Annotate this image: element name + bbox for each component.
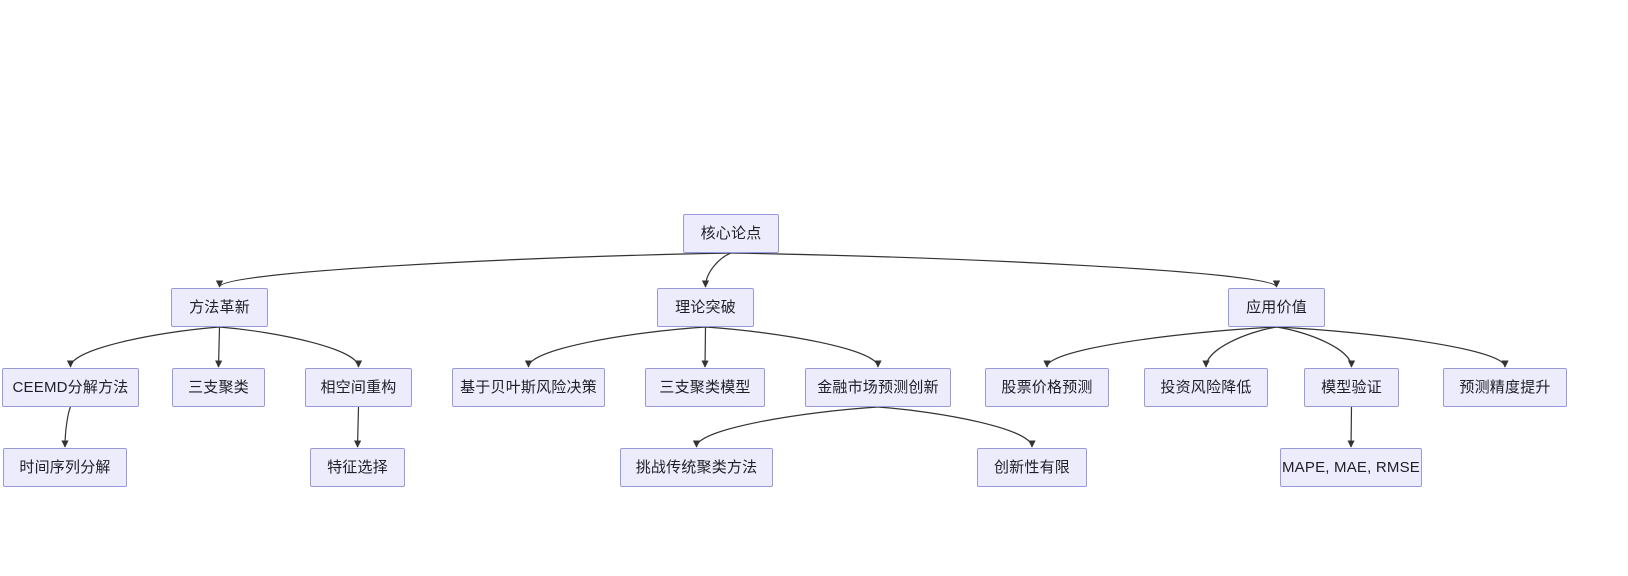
flow-node-n3c[interactable]: 模型验证 xyxy=(1304,368,1399,407)
flow-node-label: 应用价值 xyxy=(1246,299,1307,316)
flow-edge-n1-to-n1b xyxy=(215,326,223,368)
flow-node-label: 股票价格预测 xyxy=(1001,379,1093,396)
flow-node-n1a[interactable]: CEEMD分解方法 xyxy=(2,368,139,407)
flow-node-n3d[interactable]: 预测精度提升 xyxy=(1443,368,1567,407)
flow-edge-n3c-to-n3c1 xyxy=(1347,406,1355,448)
flow-node-n1c[interactable]: 相空间重构 xyxy=(305,368,412,407)
flow-node-n1c1[interactable]: 特征选择 xyxy=(310,448,405,487)
flow-node-label: 创新性有限 xyxy=(993,459,1070,476)
flow-node-label: 特征选择 xyxy=(327,459,388,476)
flow-node-n2c[interactable]: 金融市场预测创新 xyxy=(805,368,951,407)
flow-edge-n3-to-n3a xyxy=(1043,326,1277,368)
flow-edge-n3-to-n3b xyxy=(1202,326,1277,368)
flow-node-label: 投资风险降低 xyxy=(1160,379,1252,396)
flow-node-label: 基于贝叶斯风险决策 xyxy=(460,379,597,396)
flow-node-label: 三支聚类模型 xyxy=(659,379,751,396)
flow-edge-root-to-n3 xyxy=(730,252,1280,288)
flow-node-n2c2[interactable]: 创新性有限 xyxy=(977,448,1087,487)
flow-node-label: 预测精度提升 xyxy=(1459,379,1551,396)
flow-node-label: 模型验证 xyxy=(1321,379,1382,396)
flow-edge-n2-to-n2b xyxy=(701,326,709,368)
flow-node-n1[interactable]: 方法革新 xyxy=(171,288,268,327)
flow-node-label: 理论突破 xyxy=(675,299,736,316)
flow-node-label: 三支聚类 xyxy=(188,379,249,396)
flow-edge-n1c-to-n1c1 xyxy=(354,406,362,448)
flow-edge-n2-to-n2c xyxy=(705,326,882,368)
flow-node-n3a[interactable]: 股票价格预测 xyxy=(985,368,1109,407)
flow-node-root[interactable]: 核心论点 xyxy=(683,214,779,253)
flow-node-label: 金融市场预测创新 xyxy=(817,379,939,396)
flow-node-n1b[interactable]: 三支聚类 xyxy=(172,368,265,407)
flow-node-label: 核心论点 xyxy=(700,225,762,242)
flow-edge-root-to-n1 xyxy=(216,252,732,288)
flow-node-n1a1[interactable]: 时间序列分解 xyxy=(3,448,127,487)
flow-edge-n3-to-n3c xyxy=(1276,326,1356,368)
flow-edge-n2c-to-n2c1 xyxy=(692,406,879,448)
flow-edge-n1-to-n1c xyxy=(219,326,363,368)
flow-edge-n1a-to-n1a1 xyxy=(61,406,72,448)
flow-edge-n2-to-n2a xyxy=(524,326,706,368)
flow-edge-n2c-to-n2c2 xyxy=(877,406,1036,448)
flow-node-n2b[interactable]: 三支聚类模型 xyxy=(645,368,765,407)
flow-edge-n3-to-n3d xyxy=(1276,326,1509,368)
flow-node-n3[interactable]: 应用价值 xyxy=(1228,288,1325,327)
flow-edge-n1-to-n1a xyxy=(66,326,220,368)
flow-node-n2a[interactable]: 基于贝叶斯风险决策 xyxy=(452,368,605,407)
flow-node-label: 时间序列分解 xyxy=(19,459,111,476)
flow-node-n2c1[interactable]: 挑战传统聚类方法 xyxy=(620,448,773,487)
flow-node-n3c1[interactable]: MAPE, MAE, RMSE xyxy=(1280,448,1422,487)
flow-edge-root-to-n2 xyxy=(701,252,732,288)
flow-node-n2[interactable]: 理论突破 xyxy=(657,288,754,327)
flow-node-label: 相空间重构 xyxy=(320,379,397,396)
flow-node-n3b[interactable]: 投资风险降低 xyxy=(1144,368,1268,407)
flow-node-label: 挑战传统聚类方法 xyxy=(635,459,758,476)
flow-node-label: CEEMD分解方法 xyxy=(12,379,129,396)
flow-node-label: MAPE, MAE, RMSE xyxy=(1281,459,1421,476)
flow-node-label: 方法革新 xyxy=(189,299,250,316)
